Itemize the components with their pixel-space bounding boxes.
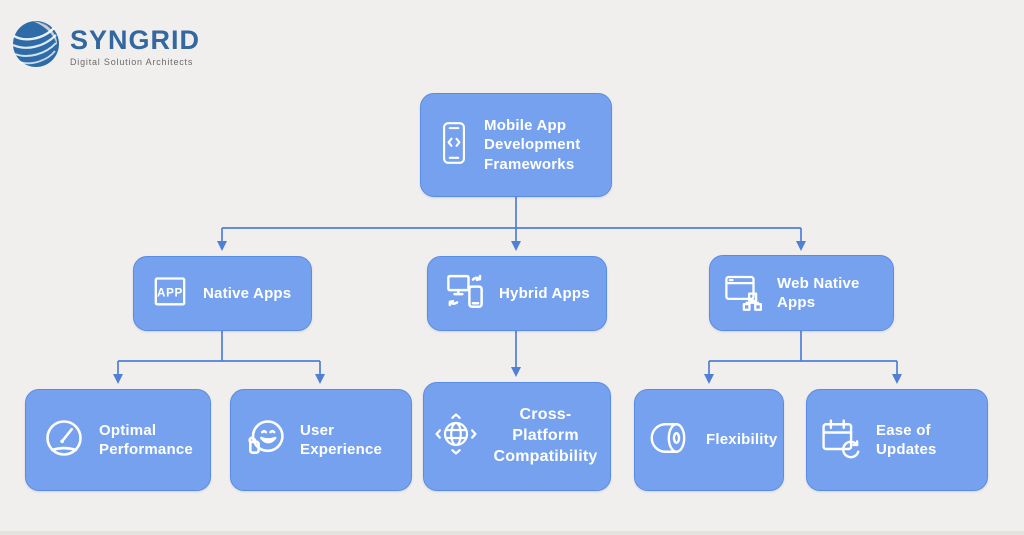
- logo-tagline: Digital Solution Architects: [70, 56, 194, 67]
- node-label: Cross-Platform Compatibility: [493, 406, 598, 465]
- node-label: User Experience: [300, 421, 383, 459]
- logo-name: SYNGRID: [70, 24, 201, 55]
- node-label: Ease of Updates: [876, 421, 937, 459]
- smiley-thumbs-up-icon: [243, 416, 287, 465]
- globe-arrows-icon: [434, 412, 478, 461]
- node-ease-of-updates: Ease of Updates: [806, 389, 988, 491]
- calendar-refresh-icon: [819, 416, 863, 465]
- node-optimal-performance: Optimal Performance: [25, 389, 211, 491]
- syngrid-logo: SYNGRID Digital Solution Architects: [10, 18, 200, 75]
- svg-text:APP: APP: [157, 286, 183, 299]
- node-flexibility: Flexibility: [634, 389, 784, 491]
- devices-sync-icon: [444, 270, 486, 317]
- node-web-native-apps: Web Native Apps: [709, 255, 894, 331]
- node-label: Optimal Performance: [99, 421, 193, 459]
- globe-swirl-icon: [10, 18, 62, 75]
- node-native-apps: APP Native Apps: [133, 256, 312, 331]
- gauge-icon: [42, 416, 86, 465]
- node-label: Native Apps: [203, 284, 292, 302]
- smartphone-code-icon: [437, 120, 471, 171]
- node-label: Flexibility: [706, 431, 778, 449]
- app-box-icon: APP: [150, 271, 190, 316]
- node-user-experience: User Experience: [230, 389, 412, 491]
- node-label: Hybrid Apps: [499, 284, 590, 302]
- node-label: Mobile App Development Frameworks: [484, 116, 581, 173]
- node-mobile-app-development-frameworks: Mobile App Development Frameworks: [420, 93, 612, 197]
- browser-modules-icon: [722, 270, 764, 317]
- node-label: Web Native Apps: [777, 274, 860, 312]
- node-cross-platform-compatibility: Cross-Platform Compatibility: [423, 382, 611, 491]
- node-hybrid-apps: Hybrid Apps: [427, 256, 607, 331]
- roll-icon: [649, 416, 693, 465]
